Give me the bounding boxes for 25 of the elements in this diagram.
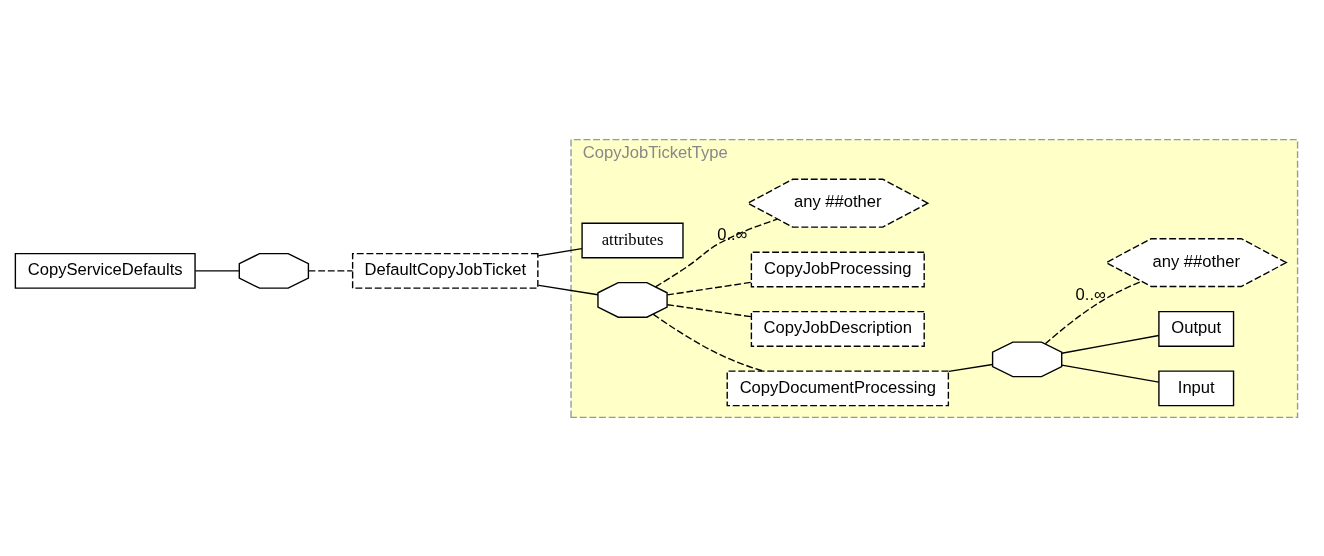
connector (652, 313, 764, 372)
node-box: attributes (581, 222, 684, 258)
node-label: 0..∞ (1075, 284, 1106, 304)
node-box: CopyJobDescription (750, 310, 925, 347)
node-box: CopyServiceDefaults (14, 252, 196, 289)
node-box: DefaultCopyJobTicket (351, 252, 539, 289)
connector (307, 269, 354, 272)
node-box: Input (1158, 369, 1235, 406)
connector (537, 247, 583, 256)
node-box: Output (1158, 310, 1235, 347)
connector (1044, 280, 1142, 345)
node-box: CopyDocumentProcessing (726, 369, 950, 406)
node-octagon (991, 340, 1063, 377)
node-octagon (238, 252, 310, 289)
connector (654, 218, 779, 287)
node-label: 0..∞ (717, 224, 748, 244)
connector (537, 284, 599, 295)
node-octagon (597, 281, 668, 318)
connector (194, 269, 240, 272)
connector (666, 303, 753, 317)
connector (1061, 364, 1160, 383)
connector (948, 363, 994, 372)
node-box: CopyJobProcessing (750, 251, 925, 287)
connector (666, 281, 753, 296)
connector (1061, 334, 1160, 354)
